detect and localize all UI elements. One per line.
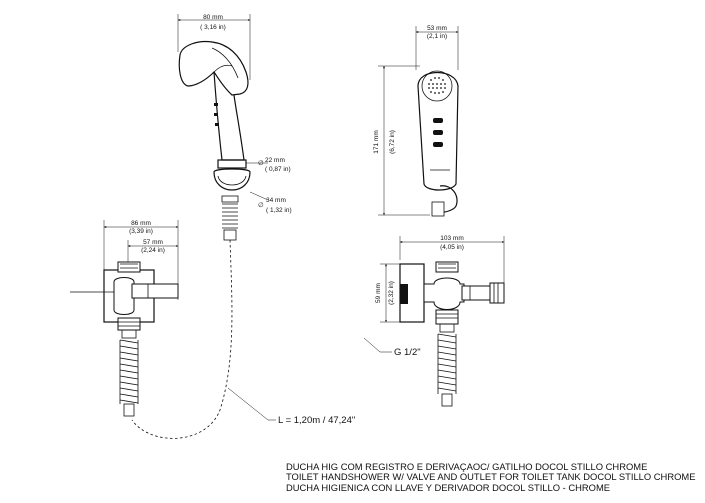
trigger-slot — [433, 142, 443, 147]
product-caption: DUCHA HIG COM REGISTRO E DERIVAÇAOC/ GAT… — [286, 461, 696, 493]
valve-tee-view: 103 mm (4,05 in) 59 mm (2,32 in) — [375, 235, 505, 407]
valve-left-view: 86 mm (3,39 in) 57 mm (2,24 in) — [70, 220, 179, 417]
dim-tee-height-in: (2,32 in) — [388, 281, 395, 305]
dim-handshower-width: 80 mm — [203, 14, 223, 21]
dim-side-height: 171 mm — [373, 130, 380, 153]
dim-connector-diameter: ∅ 34 mm ( 1,32 in) — [258, 197, 292, 214]
thread-label: G 1/2" — [394, 347, 421, 358]
dim-side-width-in: (2,1 in) — [427, 33, 447, 40]
hose-length-label: L = 1,20m / 47,24" — [278, 415, 355, 426]
dim-holder-diameter-in: ( 0,87 in) — [265, 166, 291, 173]
handshower-front-view: 80 mm ( 3,16 in) — [177, 14, 269, 241]
dim-handshower-width-in: ( 3,16 in) — [200, 24, 226, 31]
dim-side-width: 53 mm — [427, 25, 447, 32]
trigger-slot — [433, 118, 443, 123]
trigger-mark — [214, 103, 218, 106]
trigger-mark — [215, 123, 219, 126]
dim-connector-diameter-in: ( 1,32 in) — [266, 207, 292, 214]
handshower-side-view: 53 mm (2,1 in) 171 mm (6,72 in) — [373, 25, 459, 217]
dim-tee-width-in: (4,05 in) — [440, 244, 464, 251]
dim-tee-width: 103 mm — [440, 235, 463, 242]
dim-tee-height: 59 mm — [375, 283, 382, 303]
spray-holes — [428, 77, 446, 94]
caption-english: TOILET HANDSHOWER W/ VALVE AND OUTLET FO… — [286, 471, 696, 483]
dim-valve-width: 86 mm — [131, 220, 151, 227]
caption-portuguese: DUCHA HIG COM REGISTRO E DERIVAÇAOC/ GAT… — [286, 461, 648, 472]
dim-connector-diameter-mm: 34 mm — [266, 197, 286, 204]
dim-valve-inner-in: (2,24 in) — [141, 247, 165, 254]
dim-holder-diameter-mm: 22 mm — [265, 157, 285, 164]
dim-connector-diameter-symbol: ∅ — [258, 202, 264, 209]
dim-valve-inner: 57 mm — [143, 239, 163, 246]
dim-side-height-in: (6,72 in) — [389, 130, 396, 154]
trigger-slot — [433, 130, 443, 135]
dim-valve-width-in: (3,39 in) — [129, 228, 153, 235]
trigger-mark — [214, 113, 218, 116]
hose-path — [131, 239, 233, 439]
caption-spanish: DUCHA HIGIENICA CON LLAVE Y DERIVADOR DO… — [286, 481, 611, 493]
dim-holder-diameter-symbol: ∅ — [258, 160, 264, 167]
dim-holder-diameter: ∅ 22 mm ( 0,87 in) — [258, 157, 291, 173]
